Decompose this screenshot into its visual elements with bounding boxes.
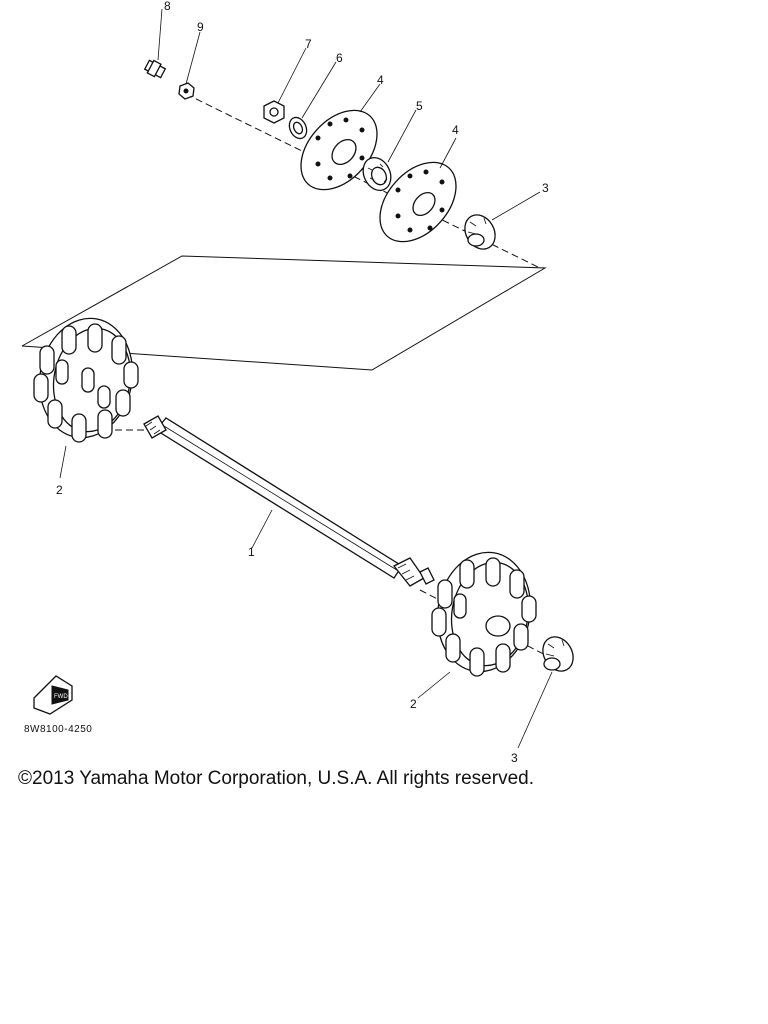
callout-3-lower: 3 — [511, 751, 518, 765]
nut-part-7 — [263, 47, 307, 124]
callout-5: 5 — [416, 99, 423, 113]
callout-4-lower: 4 — [452, 123, 459, 137]
forward-direction-icon: FWD — [33, 675, 73, 715]
callout-1: 1 — [248, 545, 255, 559]
flange-plate-part-4a — [300, 83, 381, 191]
callout-9: 9 — [197, 20, 204, 34]
shaft-part-1 — [143, 415, 435, 587]
washer-part-6 — [288, 61, 337, 140]
callout-2-right: 2 — [410, 697, 417, 711]
fwd-label: FWD — [54, 694, 68, 700]
clip-part-3b — [517, 636, 574, 749]
callout-4-upper: 4 — [377, 73, 384, 87]
callout-6: 6 — [336, 51, 343, 65]
sprocket-part-2-right — [417, 551, 537, 699]
nut-part-9 — [178, 31, 201, 100]
callout-8: 8 — [164, 0, 171, 13]
flange-plate-part-4b — [379, 137, 457, 243]
callout-3-upper: 3 — [542, 181, 549, 195]
clip-part-3a — [464, 191, 541, 250]
bearing-part-5 — [362, 109, 417, 192]
callout-2-left: 2 — [56, 483, 63, 497]
copyright-notice: ©2013 Yamaha Motor Corporation, U.S.A. A… — [18, 768, 534, 789]
sprocket-part-2-left — [33, 317, 139, 479]
callout-7: 7 — [305, 37, 312, 51]
drawing-code: 8W8100-4250 — [24, 724, 92, 735]
bolt-part-8 — [143, 8, 167, 79]
